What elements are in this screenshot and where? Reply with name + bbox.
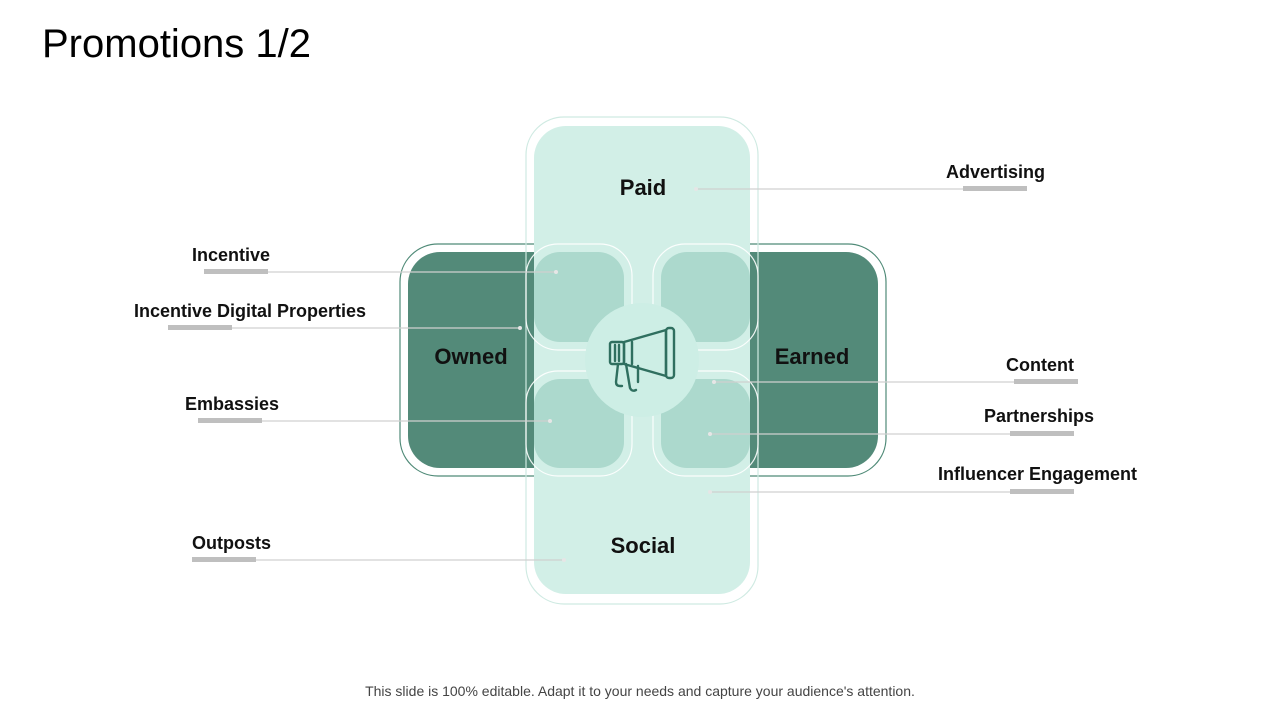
label-incentive-digital-properties: Incentive Digital Properties bbox=[134, 301, 367, 321]
overlap-outline-bottom-left bbox=[525, 370, 633, 477]
overlap-outline-top-right bbox=[652, 243, 759, 351]
footer-note: This slide is 100% editable. Adapt it to… bbox=[365, 683, 915, 699]
label-partnerships: Partnerships bbox=[984, 406, 1095, 426]
label-embassies: Embassies bbox=[185, 394, 280, 414]
overlap-square-top-left bbox=[534, 252, 624, 342]
overlap-square-top-right bbox=[661, 252, 750, 342]
overlap-outline-bottom-right bbox=[652, 370, 759, 477]
quadrant-label-earned: Earned bbox=[774, 344, 850, 369]
label-outposts: Outposts bbox=[192, 533, 271, 553]
page-title: Promotions 1/2 bbox=[42, 22, 312, 66]
connector-dots bbox=[518, 187, 716, 562]
quadrant-label-owned: Owned bbox=[434, 344, 508, 369]
center-circle bbox=[585, 303, 699, 417]
overlap-outline-top-left bbox=[525, 243, 633, 351]
megaphone-icon bbox=[608, 326, 676, 392]
label-influencer-engagement: Influencer Engagement bbox=[938, 464, 1138, 484]
label-content: Content bbox=[1006, 355, 1074, 375]
quadrant-label-paid: Paid bbox=[619, 175, 667, 200]
overlap-square-bottom-left bbox=[534, 379, 624, 468]
label-advertising: Advertising bbox=[946, 162, 1046, 182]
paid-social-outline bbox=[525, 116, 759, 605]
quadrant-label-social: Social bbox=[610, 533, 676, 558]
label-underlines bbox=[168, 186, 1078, 562]
overlap-square-bottom-right bbox=[661, 379, 750, 468]
label-incentive: Incentive bbox=[192, 245, 271, 265]
